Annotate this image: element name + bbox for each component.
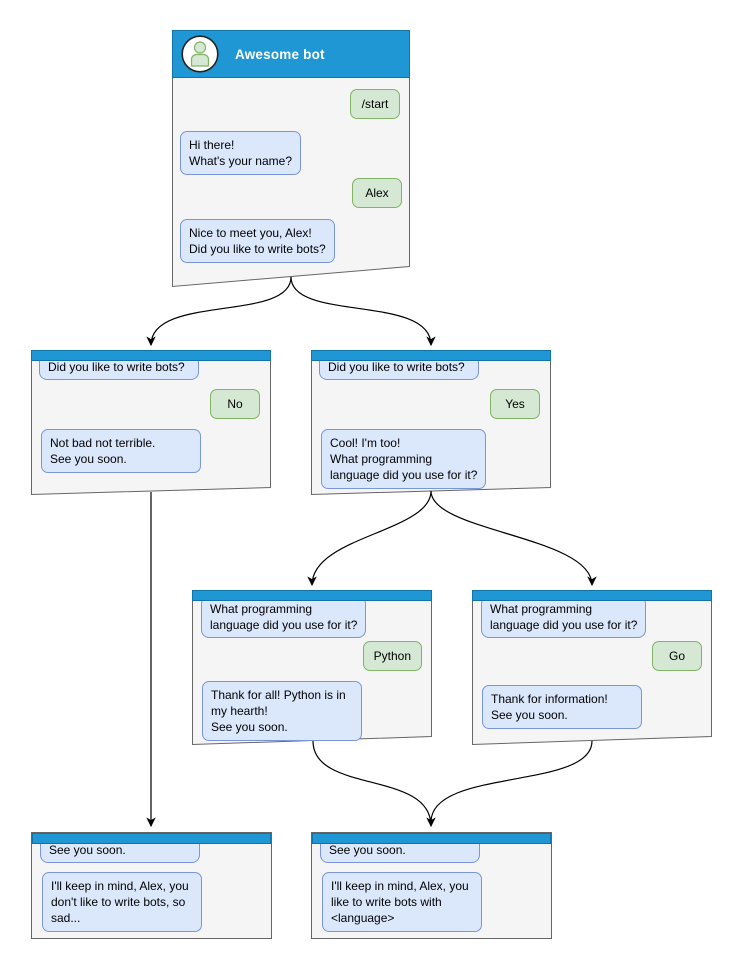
message-question: What programming language did you use fo… <box>481 596 647 638</box>
message-question: What programming language did you use fo… <box>201 596 367 638</box>
message-answer-no: No <box>210 389 260 419</box>
message-name-reply: Alex <box>352 178 402 208</box>
connector-go-to-end[interactable] <box>430 740 593 823</box>
chat-header-bar <box>31 350 271 361</box>
message-meet: Nice to meet you, Alex! Did you like to … <box>180 219 335 263</box>
chat-window-python[interactable]: What programming language did you use fo… <box>192 590 432 746</box>
chat-header-bar <box>312 833 551 844</box>
message-greeting: Hi there! What's your name? <box>180 131 302 175</box>
message-response: I'll keep in mind, Alex, you like to wri… <box>322 872 482 932</box>
message-answer-go: Go <box>652 641 702 671</box>
chat-header-bar <box>192 590 432 601</box>
bot-title: Awesome bot <box>235 46 325 62</box>
connector-python-to-end[interactable] <box>312 740 436 828</box>
chat-header-bar <box>32 833 271 844</box>
message-response: Thank for all! Python is in my hearth! S… <box>202 681 362 741</box>
chat-header-bar <box>311 350 551 361</box>
message-start-command: /start <box>350 89 400 119</box>
message-answer-python: Python <box>362 641 422 671</box>
chat-window-branch-yes[interactable]: Did you like to write bots? Yes Cool! I'… <box>311 350 551 496</box>
chat-header-bar <box>472 590 712 601</box>
connector-yes-to-python[interactable] <box>307 490 432 587</box>
message-response: Cool! I'm too! What programming language… <box>321 429 487 489</box>
chat-window-end-no[interactable]: See you soon. I'll keep in mind, Alex, y… <box>31 832 272 939</box>
message-response: Thank for information! See you soon. <box>482 685 642 729</box>
chat-window-main[interactable]: Awesome bot /start Hi there! What's your… <box>172 30 410 288</box>
chat-window-go[interactable]: What programming language did you use fo… <box>472 590 712 746</box>
connector-yes-to-go[interactable] <box>430 490 597 587</box>
chat-window-end-yes[interactable]: See you soon. I'll keep in mind, Alex, y… <box>311 832 552 939</box>
message-answer-yes: Yes <box>490 389 540 419</box>
user-avatar-icon <box>181 35 219 73</box>
chat-window-branch-no[interactable]: Did you like to write bots? No Not bad n… <box>31 350 271 496</box>
message-response: I'll keep in mind, Alex, you don't like … <box>42 872 202 932</box>
chat-header: Awesome bot <box>172 30 410 78</box>
message-response: Not bad not terrible. See you soon. <box>41 429 201 473</box>
